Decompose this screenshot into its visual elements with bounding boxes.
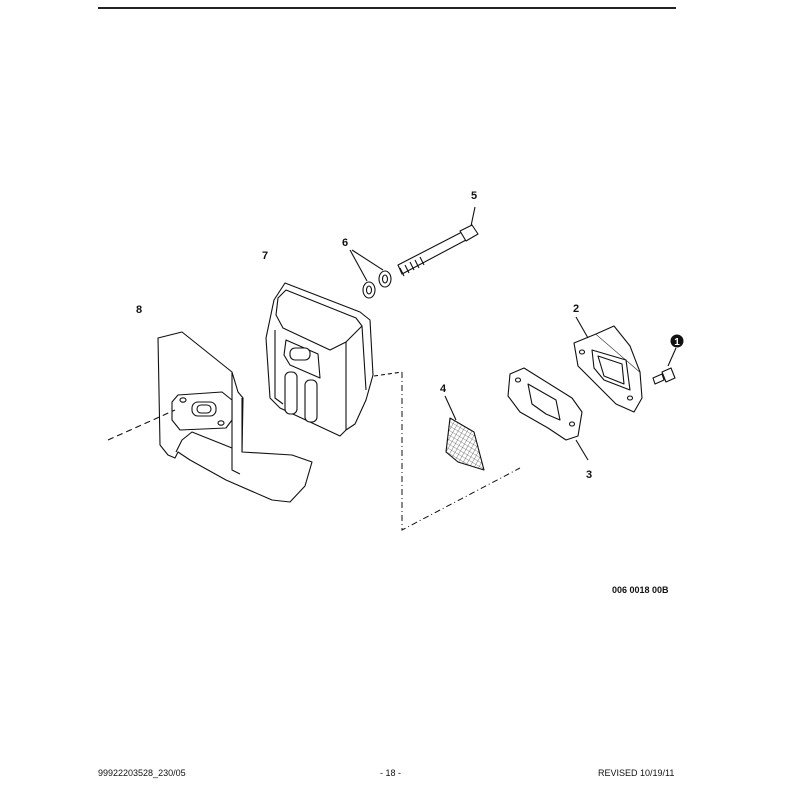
assembly-path (401, 372, 521, 531)
callout-1: 1 (674, 337, 680, 348)
exhaust-flange (573, 316, 643, 413)
callout-5: 5 (471, 190, 477, 202)
callout-3: 3 (586, 469, 592, 481)
callout-4: 4 (440, 383, 447, 395)
long-bolt (397, 206, 479, 277)
footer-document-number: 99922203528_230/05 (98, 768, 186, 778)
header-rule (98, 7, 676, 9)
figure-reference-code: 006 0018 00B (612, 585, 669, 595)
small-bolt (652, 347, 677, 385)
muffler-body (265, 282, 403, 437)
callout-1-badge: 1 (670, 334, 684, 348)
spark-screen (444, 395, 485, 471)
callout-8: 8 (136, 304, 142, 316)
callout-7: 7 (262, 250, 268, 262)
callout-2: 2 (573, 303, 579, 315)
washers (349, 249, 392, 299)
footer-revised-date: REVISED 10/19/11 (598, 768, 675, 778)
callout-6: 6 (342, 237, 348, 249)
gasket (507, 367, 589, 461)
heat-shield (107, 331, 313, 503)
footer-page-number: - 18 - (380, 768, 402, 778)
